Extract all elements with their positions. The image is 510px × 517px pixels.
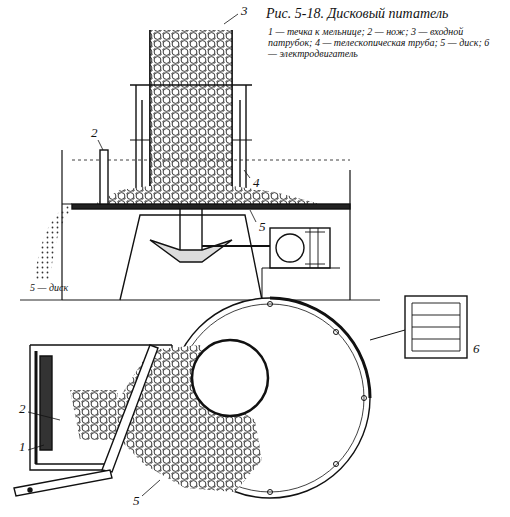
stand: [120, 215, 262, 300]
callout-number: 5: [258, 220, 267, 234]
callout-number: 5: [132, 494, 141, 508]
plan-view: [14, 296, 467, 498]
callout-number: 1: [18, 440, 27, 454]
callout-number: 3: [240, 4, 249, 18]
callout-number: 2: [90, 126, 99, 140]
gear-motor: [270, 228, 330, 268]
electric-motor: [405, 296, 467, 358]
coal-heap: [95, 186, 320, 204]
callout-number: 2: [18, 402, 27, 416]
bevel-gear: [150, 240, 232, 262]
knife: [100, 150, 108, 204]
coal-stream: [34, 204, 72, 280]
telescopic-tube: [130, 85, 252, 195]
callout-number: 4: [252, 176, 261, 190]
side-view: [20, 30, 380, 300]
leader-lines: [28, 14, 256, 496]
housing: [62, 150, 350, 300]
knife-plan: [102, 345, 158, 472]
figure-caption: Рис. 5-18. Дисковый питатель: [266, 6, 448, 21]
legend-text: 1 — течка к мельнице; 2 — нож; 3 — входн…: [268, 26, 500, 59]
inlet-opening: [192, 340, 268, 416]
stray-label: 5 — диск: [30, 282, 68, 293]
adjust-bar: [14, 470, 112, 496]
callout-number: 6: [472, 342, 481, 356]
feeder-disk: [72, 204, 350, 209]
